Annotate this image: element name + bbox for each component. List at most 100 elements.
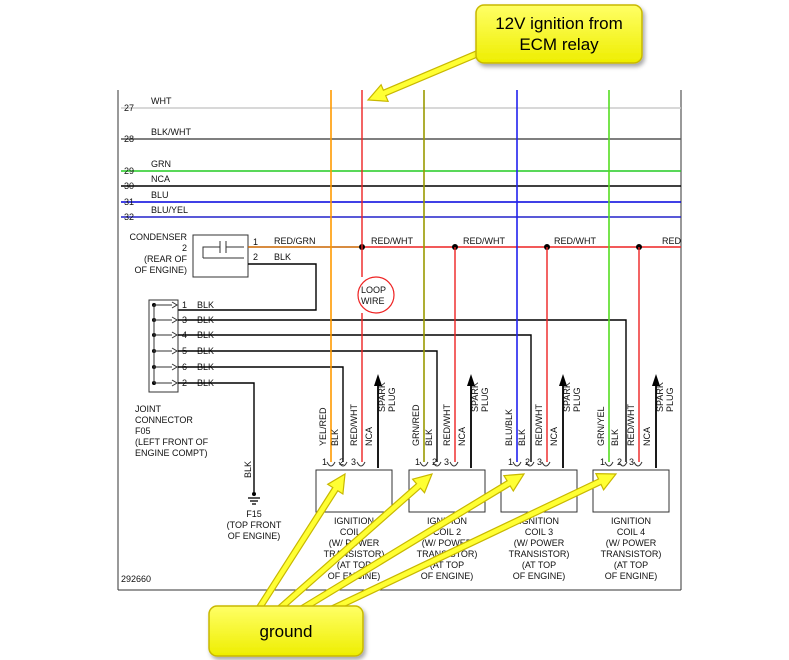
wire-row-number: 28 (124, 134, 134, 144)
joint-pin-symbol (171, 316, 178, 324)
joint-label: (LEFT FRONT OF (135, 437, 209, 447)
coil-label: COIL 1 (340, 527, 368, 537)
coil-wire-label: RED/WHT (442, 404, 452, 446)
joint-label: F05 (135, 426, 151, 436)
coil-label: TRANSISTOR) (601, 549, 662, 559)
coil-wire-label: BLK (424, 429, 434, 446)
coil-nca-label: NCA (642, 427, 652, 446)
coil-label: (W/ POWER (514, 538, 565, 548)
ground-arrow-coil-4 (327, 472, 618, 614)
blk-wire-coil-1 (178, 366, 344, 462)
ground-callout: ground (208, 605, 364, 657)
callout-arrows (254, 41, 618, 614)
coil-wire-label: RED/WHT (534, 404, 544, 446)
ground-dot (252, 492, 256, 496)
condenser-wire-1: RED/GRN (274, 236, 316, 246)
coil-label: OF ENGINE) (421, 571, 474, 581)
coil-pin-number: 3 (444, 457, 449, 467)
ecm-callout-line-1: 12V ignition from (495, 14, 623, 33)
condenser-label: CONDENSER (129, 232, 187, 242)
coil-pin-number: 3 (351, 457, 356, 467)
coil-nca-label: NCA (364, 427, 374, 446)
coil-label: COIL 4 (617, 527, 645, 537)
ecm-callout-box (475, 4, 643, 64)
coil-label: (W/ POWER (422, 538, 473, 548)
coil-label: IGNITION (519, 516, 559, 526)
joint-wire-label: BLK (197, 300, 214, 310)
red-wht-label: RED/WHT (463, 236, 505, 246)
coil-pin-symbol (419, 461, 429, 467)
coil-label: (AT TOP (430, 560, 464, 570)
joint-box (148, 299, 179, 393)
ground-callout-box (208, 605, 364, 657)
coil-pin-number: 1 (600, 457, 605, 467)
coil-label: OF ENGINE) (605, 571, 658, 581)
ground-arrow-coil-1 (254, 472, 346, 613)
joint-label: JOINT (135, 404, 162, 414)
coil-pin-symbol (541, 461, 551, 467)
coil-1-spark-arrow (374, 374, 382, 386)
condenser-pin-2: 2 (253, 252, 258, 262)
coil-wire-label: RED/WHT (626, 404, 636, 446)
coil-label: (AT TOP (522, 560, 556, 570)
coil-spark-label: SPARK (562, 382, 572, 412)
wire-row-label: NCA (151, 174, 170, 184)
coil-wire-label: YEL/RED (318, 407, 328, 446)
coil-pin-number: 1 (508, 457, 513, 467)
coil-pin-symbol (449, 461, 459, 467)
condenser-label: 2 (182, 243, 187, 253)
coil-spark-label: PLUG (572, 387, 582, 412)
ecm-callout: 12V ignition from ECM relay (475, 4, 643, 64)
red-wht-label: RED (662, 236, 682, 246)
coil-pin-symbol (604, 461, 614, 467)
joint-pin-symbol (171, 301, 178, 309)
coil-label: COIL 3 (525, 527, 553, 537)
wire-row-number: 31 (124, 197, 134, 207)
ground-label: OF ENGINE) (228, 531, 281, 541)
coil-label: (W/ POWER (606, 538, 657, 548)
coil-label: IGNITION (611, 516, 651, 526)
joint-label: ENGINE COMPT) (135, 448, 208, 458)
joint-pin-symbol (171, 347, 178, 355)
coil-label: (AT TOP (337, 560, 371, 570)
ground-wire-label: BLK (243, 461, 253, 478)
ground-arrow-coil-2 (275, 473, 434, 614)
ecm-callout-line-2: ECM relay (519, 35, 599, 54)
coil-label: (AT TOP (614, 560, 648, 570)
loop-wire-symbol (357, 276, 395, 314)
coil-spark-label: SPARK (655, 382, 665, 412)
blk-wire-ground (178, 382, 255, 492)
coil-label: COIL 2 (433, 527, 461, 537)
joint-pin-symbol (171, 363, 178, 371)
coil-pin-symbol (432, 461, 442, 467)
wire-row-label: BLU/YEL (151, 205, 188, 215)
coil-label: TRANSISTOR) (509, 549, 570, 559)
coil-4-body (592, 469, 670, 513)
coil-pin-number: 2 (432, 457, 437, 467)
capacitor-symbol (202, 241, 244, 259)
coil-spark-label: PLUG (665, 387, 675, 412)
coil-pin-symbol (633, 461, 643, 467)
coil-4-spark-arrow (652, 374, 660, 386)
ground-arrow-coil-3 (297, 473, 526, 614)
coil-3-spark-arrow (559, 374, 567, 386)
coil-label: IGNITION (334, 516, 374, 526)
coil-wire-label: BLK (330, 429, 340, 446)
joint-pin-symbol (171, 379, 178, 387)
coil-label: OF ENGINE) (513, 571, 566, 581)
coil-wire-label: BLU/BLK (504, 409, 514, 446)
wire-row-number: 29 (124, 166, 134, 176)
coil-nca-label: NCA (549, 427, 559, 446)
coil-nca-label: NCA (457, 427, 467, 446)
ground-label: F15 (246, 509, 262, 519)
blk-wire-coil-2 (178, 350, 438, 462)
wire-row-number: 30 (124, 181, 134, 191)
coil-2-spark-arrow (467, 374, 475, 386)
coil-pin-number: 1 (322, 457, 327, 467)
coil-pin-number: 2 (525, 457, 530, 467)
coil-pin-symbol (512, 461, 522, 467)
